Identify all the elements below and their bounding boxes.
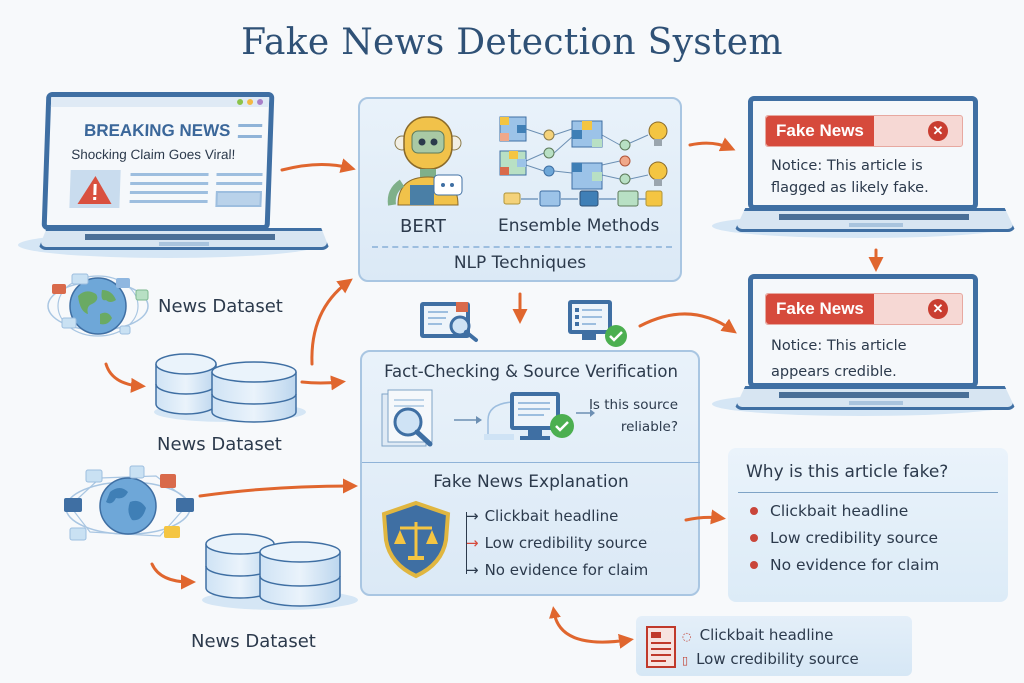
page-title: Fake News Detection System: [241, 22, 783, 63]
summary-item-text: Low credibility source: [696, 650, 859, 668]
lightbulb-icon-2: [648, 161, 668, 186]
robot-icon: [387, 116, 463, 206]
shield-scales-icon: [381, 500, 451, 579]
source-reliable-question: Is this source reliable?: [588, 397, 678, 435]
explanation-title: Fake News Explanation: [433, 472, 629, 492]
summary-item: ◌ Clickbait headline: [682, 624, 859, 648]
arrow-globe2-to-db2: [150, 562, 196, 590]
database-icon: [154, 353, 306, 423]
pipeline-icon: [503, 190, 663, 207]
why-fake-panel: Why is this article fake? Clickbait head…: [728, 448, 1008, 602]
globe-network-icon: [47, 273, 149, 337]
lightbulb-icon: [648, 121, 668, 146]
explanation-item: →No evidence for claim: [466, 560, 649, 579]
laptop-screen: BREAKING NEWS Shocking Claim Goes Viral!: [41, 92, 275, 230]
warning-icon: [77, 176, 112, 204]
summary-card: ◌ Clickbait headline ▯ Low credibility sou…: [636, 616, 912, 676]
ensemble-methods-label: Ensemble Methods: [498, 216, 660, 236]
summary-item: ▯ Low credibility source: [682, 648, 859, 672]
fake-news-badge: Fake News: [766, 116, 874, 146]
fake-news-badge: Fake News: [766, 294, 874, 324]
arrow-connector-icon: [454, 416, 482, 424]
arrow-nlp-to-fake: [688, 137, 736, 152]
dataset-label-3: News Dataset: [191, 631, 316, 652]
laptop-base: [734, 208, 1016, 232]
why-item: Low credibility source: [750, 529, 939, 547]
fake-news-banner: Fake News ✕: [765, 293, 963, 325]
why-item: No evidence for claim: [750, 556, 939, 574]
explanation-item: →Low credibility source: [466, 533, 648, 552]
laptop-screen: Fake News ✕ Notice: This article is flag…: [748, 96, 978, 210]
arrow-explanation-summary: [549, 606, 634, 649]
nlp-techniques-footer: NLP Techniques: [453, 253, 587, 273]
why-item-text: Low credibility source: [770, 529, 939, 547]
panel-divider: [362, 462, 700, 463]
arrow-db-to-fact: [300, 375, 346, 391]
explanation-item-text: Clickbait headline: [484, 506, 619, 525]
database-icon-2: [202, 533, 358, 610]
bullet-icon: [750, 507, 758, 515]
explanation-bracket: [466, 512, 476, 574]
fake-notice: Notice: This article is flagged as likel…: [771, 158, 929, 196]
explanation-list: →Clickbait headline →Low credibility sou…: [466, 502, 648, 583]
bullet-icon: [750, 561, 758, 569]
report-document-icon: [646, 626, 676, 668]
arrow-explanation-to-why: [684, 509, 726, 525]
monitor-verified-icon: [510, 392, 574, 440]
tag-icon: ◌: [682, 630, 692, 643]
arrow-laptop-to-nlp: [280, 158, 356, 173]
arrow-globe-to-db: [104, 362, 146, 393]
fact-check-panel: Fact-Checking & Source Verification Is t…: [360, 350, 700, 596]
laptop-screen: Fake News ✕ Notice: This article appears…: [748, 274, 978, 388]
why-item-text: Clickbait headline: [770, 502, 909, 520]
result-laptop-fake: Fake News ✕ Notice: This article is flag…: [712, 96, 1022, 246]
nlp-techniques-panel: BERT Ensemble Methods NLP Techniques: [358, 97, 682, 282]
arrow-db-to-nlp: [310, 278, 353, 366]
laptop-base: [734, 386, 1016, 410]
explanation-item-text: Low credibility source: [484, 533, 648, 552]
source-laptop: BREAKING NEWS Shocking Claim Goes Viral!: [18, 92, 334, 262]
why-item-text: No evidence for claim: [770, 556, 940, 574]
nlp-divider: [372, 246, 672, 248]
summary-item-text: Clickbait headline: [699, 626, 834, 644]
why-item: Clickbait headline: [750, 502, 939, 520]
arrow-monitor-to-credible: [638, 312, 737, 334]
close-icon[interactable]: ✕: [928, 299, 948, 319]
document-magnifier-icon: [381, 389, 433, 447]
ensemble-diagram-icon: [499, 116, 668, 190]
fact-check-title: Fact-Checking & Source Verification: [384, 362, 678, 381]
credible-notice: Notice: This article appears credible.: [771, 338, 907, 380]
fake-news-banner: Fake News ✕: [765, 115, 963, 147]
bullet-icon: [750, 534, 758, 542]
arrow-globe2-to-explanation: [198, 478, 358, 498]
dataset-label-1: News Dataset: [158, 296, 283, 317]
why-divider: [738, 492, 998, 493]
bert-label: BERT: [400, 216, 446, 237]
explanation-item-text: No evidence for claim: [484, 560, 649, 579]
warning-image: [69, 170, 121, 208]
why-fake-title: Why is this article fake?: [746, 462, 949, 482]
arrow-connector-icon-2: [576, 409, 595, 417]
file-icon: ▯: [682, 654, 689, 667]
link-icon: [484, 401, 514, 440]
summary-list: ◌ Clickbait headline ▯ Low credibility sou…: [682, 624, 859, 672]
close-icon[interactable]: ✕: [928, 121, 948, 141]
grid-icon: [499, 116, 603, 190]
dataset-label-2: News Dataset: [157, 434, 282, 455]
monitor-check-icon: [568, 300, 627, 347]
document-search-icon: [420, 302, 478, 342]
explanation-item: →Clickbait headline: [466, 506, 619, 525]
result-laptop-credible: Fake News ✕ Notice: This article appears…: [712, 274, 1022, 424]
why-fake-list: Clickbait headline Low credibility sourc…: [750, 502, 939, 583]
globe-network-icon-2: [64, 465, 194, 541]
